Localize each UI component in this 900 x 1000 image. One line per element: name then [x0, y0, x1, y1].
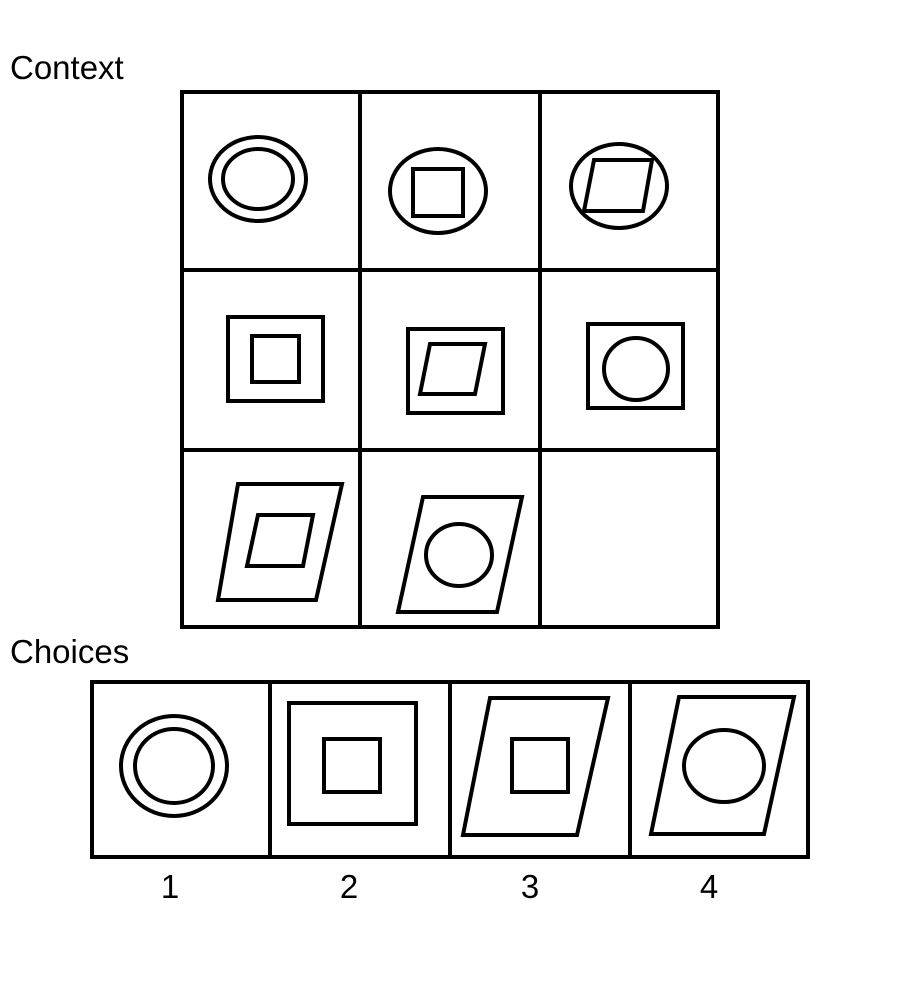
outer-square-shape — [406, 327, 505, 415]
inner-square-shape — [510, 737, 570, 794]
inner-square-shape — [411, 167, 465, 218]
choice-1[interactable] — [119, 714, 229, 818]
context-cell-r3c2 — [395, 495, 525, 614]
context-grid — [180, 90, 720, 629]
inner-square-shape — [244, 513, 316, 568]
context-grid-border — [180, 90, 720, 629]
outer-square-shape — [287, 701, 418, 826]
inner-parallelogram-shape — [417, 342, 488, 396]
context-cell-r1c3 — [569, 142, 669, 230]
context-label: Context — [10, 49, 124, 86]
outer-parallelogram-shape — [395, 495, 525, 614]
outer-square-shape — [226, 315, 325, 403]
choice-number-2: 2 — [339, 868, 359, 905]
choice-3[interactable] — [460, 696, 611, 837]
outer-circle-shape — [388, 147, 488, 235]
outer-circle-shape — [569, 142, 669, 230]
choice-number-1: 1 — [160, 868, 180, 905]
inner-square-shape — [250, 334, 301, 384]
outer-parallelogram-shape — [648, 695, 797, 836]
choices-row — [90, 680, 810, 859]
inner-circle-shape — [682, 728, 766, 804]
outer-circle-shape — [208, 135, 308, 223]
context-cell-r1c2 — [388, 147, 488, 235]
outer-square-shape — [586, 322, 685, 410]
outer-parallelogram-shape — [215, 482, 345, 602]
choice-4[interactable] — [648, 695, 797, 836]
context-cell-r2c2 — [406, 327, 505, 415]
inner-parallelogram-shape — [581, 158, 655, 213]
choice-number-3: 3 — [520, 868, 540, 905]
outer-circle-shape — [119, 714, 229, 818]
context-cell-r2c1 — [226, 315, 325, 403]
inner-circle-shape — [133, 727, 215, 805]
choice-2[interactable] — [287, 701, 418, 826]
context-cell-r2c3 — [586, 322, 685, 410]
choices-label: Choices — [10, 633, 130, 670]
inner-circle-shape — [602, 336, 670, 402]
context-cell-r1c1 — [208, 135, 308, 223]
inner-square-shape — [322, 737, 382, 794]
context-cell-r3c1 — [215, 482, 345, 602]
choice-number-4: 4 — [699, 868, 719, 905]
inner-circle-shape — [221, 147, 295, 211]
inner-circle-shape — [424, 522, 494, 588]
outer-parallelogram-shape — [460, 696, 611, 837]
